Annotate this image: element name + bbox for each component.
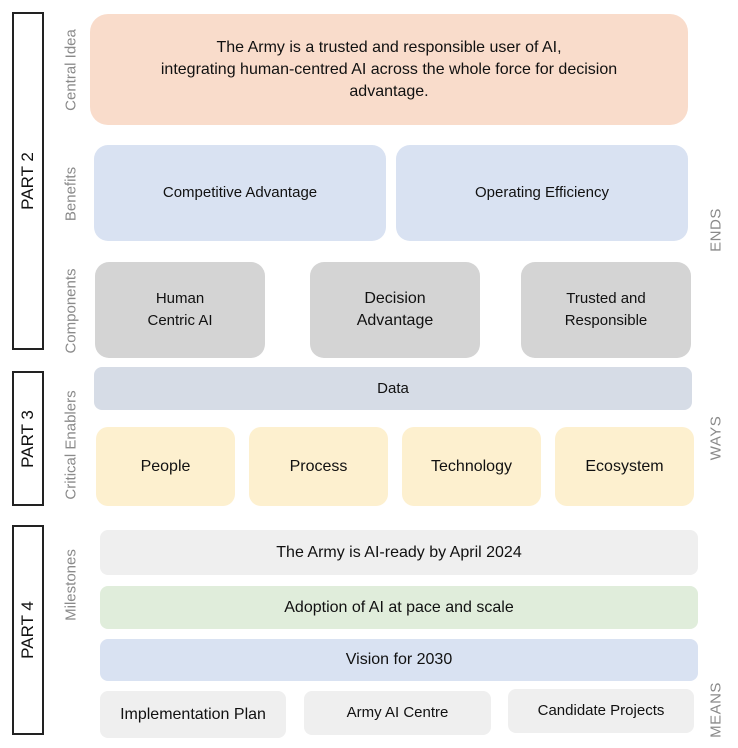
- means-label: Candidate Projects: [537, 702, 665, 719]
- component-line-1: Trusted and: [566, 290, 646, 307]
- data-label: Data: [377, 379, 409, 397]
- central-idea-box: The Army is a trusted and responsible us…: [90, 14, 688, 125]
- ways-side: WAYS: [704, 410, 728, 466]
- milestone-adoption: Adoption of AI at pace and scale: [100, 586, 698, 629]
- enabler-process: Process: [249, 427, 388, 506]
- ways-label: WAYS: [707, 415, 725, 461]
- part-4-label: PART 4: [18, 601, 37, 659]
- part-4-box: PART 4: [12, 525, 44, 735]
- milestone-ai-ready: The Army is AI-ready by April 2024: [100, 530, 698, 575]
- critical-enablers-side: Critical Enablers: [58, 382, 84, 508]
- data-bar: Data: [94, 367, 692, 410]
- part-2-box: PART 2: [12, 12, 44, 350]
- enabler-technology: Technology: [402, 427, 541, 506]
- component-line-2: Responsible: [564, 312, 648, 329]
- milestones-label: Milestones: [62, 549, 80, 621]
- enabler-label: Ecosystem: [585, 457, 664, 475]
- component-line-2: Centric AI: [147, 312, 213, 329]
- central-idea-line-3: advantage.: [349, 82, 429, 100]
- means-army-ai-centre: Army AI Centre: [304, 691, 491, 735]
- component-human-centric-ai: Human Centric AI: [95, 262, 265, 358]
- central-idea-label: Central Idea: [62, 29, 80, 111]
- part-2-label: PART 2: [18, 152, 37, 210]
- component-trusted-and-responsible: Trusted and Responsible: [521, 262, 691, 358]
- component-decision-advantage: Decision Advantage: [310, 262, 480, 358]
- benefits-label: Benefits: [62, 166, 80, 222]
- benefit-label: Operating Efficiency: [475, 184, 609, 201]
- means-side: MEANS: [704, 680, 728, 740]
- component-line-1: Decision: [364, 290, 426, 307]
- means-label: Army AI Centre: [346, 704, 449, 721]
- benefit-competitive-advantage: Competitive Advantage: [94, 145, 386, 241]
- enabler-label: People: [140, 457, 191, 475]
- enabler-label: Process: [289, 457, 348, 475]
- ends-side: ENDS: [704, 200, 728, 260]
- means-label: MEANS: [707, 682, 725, 738]
- critical-enablers-label: Critical Enablers: [62, 390, 80, 500]
- milestone-label: Adoption of AI at pace and scale: [284, 598, 514, 616]
- components-side: Components: [58, 262, 84, 360]
- central-idea-line-1: The Army is a trusted and responsible us…: [216, 38, 562, 56]
- means-candidate-projects: Candidate Projects: [508, 689, 694, 733]
- part-3-box: PART 3: [12, 371, 44, 506]
- central-idea-line-2: integrating human-centred AI across the …: [160, 60, 618, 78]
- milestone-label: Vision for 2030: [345, 651, 453, 668]
- enabler-people: People: [96, 427, 235, 506]
- component-line-2: Advantage: [356, 312, 434, 329]
- means-implementation-plan: Implementation Plan: [100, 691, 286, 738]
- benefit-operating-efficiency: Operating Efficiency: [396, 145, 688, 241]
- central-idea-side: Central Idea: [58, 15, 84, 125]
- benefits-side: Benefits: [58, 150, 84, 238]
- component-line-1: Human: [155, 290, 205, 307]
- enabler-label: Technology: [431, 457, 512, 475]
- benefit-label: Competitive Advantage: [162, 184, 318, 201]
- milestone-vision-2030: Vision for 2030: [100, 639, 698, 681]
- milestone-label: The Army is AI-ready by April 2024: [276, 543, 522, 561]
- components-label: Components: [62, 268, 80, 354]
- part-3-label: PART 3: [18, 409, 37, 468]
- ends-label: ENDS: [707, 208, 725, 252]
- enabler-ecosystem: Ecosystem: [555, 427, 694, 506]
- means-label: Implementation Plan: [120, 705, 266, 723]
- milestones-side: Milestones: [58, 538, 84, 632]
